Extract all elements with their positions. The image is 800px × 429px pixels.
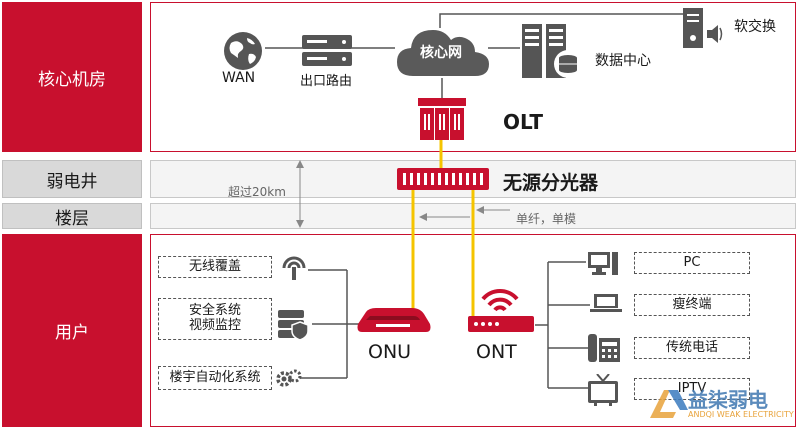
olt-label: OLT [503, 110, 544, 134]
pc-icon [588, 252, 618, 275]
zone-label-core: 核心机房 [2, 2, 142, 152]
antenna-icon [282, 256, 306, 280]
egress-router-label: 出口路由 [300, 74, 353, 89]
distance-label: 超过20km [228, 185, 286, 199]
service-box-security: 安全系统 视频监控 [158, 298, 272, 340]
ont-icon [468, 288, 534, 332]
device-box-pc: PC [634, 252, 750, 274]
service-box-wireless: 无线覆盖 [158, 256, 272, 278]
service-box-building-automation: 楼宇自动化系统 [158, 366, 272, 390]
onu-icon [357, 308, 431, 332]
watermark-subtitle: ANDQI WEAK ELECTRICITY [688, 410, 794, 419]
laptop-icon [590, 294, 622, 312]
data-center-label: 数据中心 [595, 53, 651, 69]
splitter-icon [397, 168, 489, 190]
data-center-icon [522, 24, 582, 78]
core-network-label: 核心网 [420, 45, 462, 61]
cloud-icon [397, 30, 489, 76]
tv-icon [588, 374, 618, 406]
core-room-panel [150, 2, 796, 152]
gear-icon [276, 369, 302, 387]
olt-icon [418, 98, 466, 140]
globe-icon [224, 32, 262, 70]
watermark-logo-icon [650, 390, 688, 418]
fiber-label: 单纤，单模 [516, 212, 577, 226]
watermark-name: 益柒弱电 [688, 388, 768, 412]
ont-label: ONT [476, 341, 517, 363]
device-box-telephone: 传统电话 [634, 337, 750, 359]
wan-label: WAN [222, 70, 256, 86]
telephone-icon [588, 334, 620, 362]
zone-label-riser: 弱电井 [2, 160, 142, 198]
onu-label: ONU [368, 341, 412, 363]
zone-label-floor: 楼层 [2, 203, 142, 229]
zone-label-user: 用户 [2, 234, 142, 427]
softswitch-label: 软交换 [734, 19, 776, 35]
router-icon [302, 35, 352, 66]
device-box-thin-client: 瘦终端 [634, 294, 750, 316]
splitter-label: 无源分光器 [503, 172, 599, 194]
softswitch-icon [683, 8, 723, 48]
security-server-icon [278, 310, 309, 341]
